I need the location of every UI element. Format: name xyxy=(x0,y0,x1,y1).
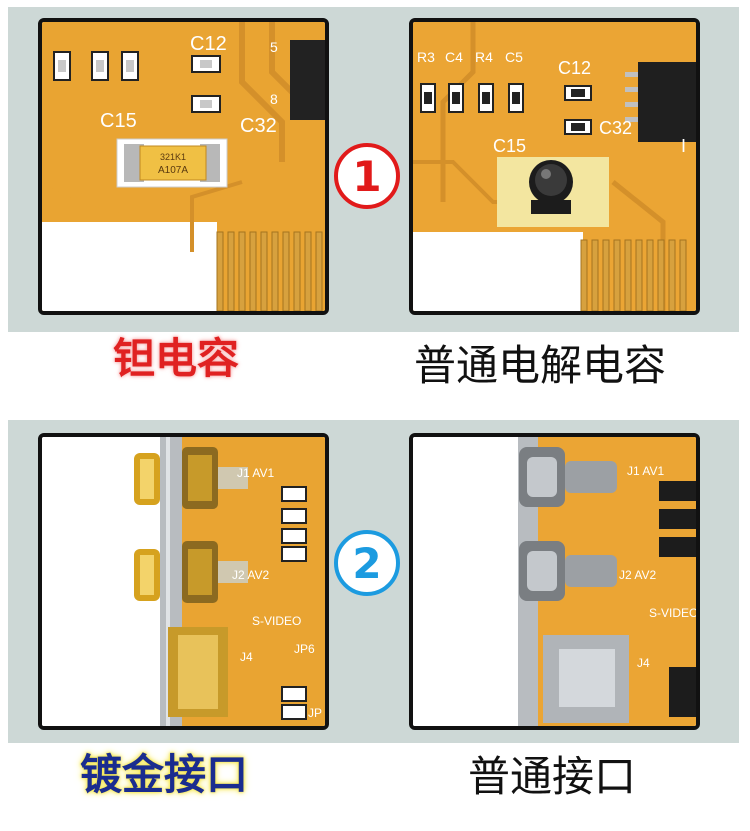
badge-number: 1 xyxy=(352,151,382,201)
silk-label-r4: R4 xyxy=(475,49,493,65)
silk-label-jp: JP xyxy=(308,706,322,720)
silk-label-r3: R3 xyxy=(417,49,435,65)
silk-label-8: 8 xyxy=(270,91,278,107)
silk-label-j2-av2: J2 AV2 xyxy=(619,568,656,582)
caption-tantalum-capacitor: 钽电容 xyxy=(113,334,240,383)
silk-label-c32: C32 xyxy=(240,115,277,137)
tantalum-marking-value: A107A xyxy=(158,165,188,176)
silk-label-j1-av1: J1 AV1 xyxy=(627,464,664,478)
silk-label-c5: C5 xyxy=(505,49,523,65)
silk-label-c15: C15 xyxy=(493,136,526,156)
silk-label-j4: J4 xyxy=(240,650,253,664)
silk-label-c12: C12 xyxy=(190,33,227,55)
section-number-badge-2: 2 xyxy=(334,530,400,596)
silk-label-j2-av2: J2 AV2 xyxy=(232,568,269,582)
tantalum-marking-code: 321K1 xyxy=(160,152,186,162)
tantalum-capacitor-photo: 321K1 A107A C12 C15 C32 5 8 xyxy=(38,18,329,315)
silk-label-s-video: S-VIDEO xyxy=(252,614,301,628)
badge-number: 2 xyxy=(352,538,382,588)
silk-label-c15: C15 xyxy=(100,110,137,132)
silk-label-c12: C12 xyxy=(558,58,591,78)
silk-label-5: 5 xyxy=(270,39,278,55)
silk-label-j1-av1: J1 AV1 xyxy=(237,466,274,480)
silk-label-c4: C4 xyxy=(445,49,463,65)
silk-label-i: I xyxy=(681,136,686,156)
caption-plain-connector: 普通接口 xyxy=(468,752,637,801)
silk-label-c32: C32 xyxy=(599,118,632,138)
plain-connector-photo: J1 AV1 J2 AV2 S-VIDEO J4 xyxy=(409,433,700,730)
silk-label-s-video: S-VIDEO xyxy=(649,606,696,620)
electrolytic-capacitor-photo: R3 C4 R4 C5 C12 C15 C32 I xyxy=(409,18,700,315)
caption-electrolytic-capacitor: 普通电解电容 xyxy=(414,341,667,390)
section-number-badge-1: 1 xyxy=(334,143,400,209)
gold-plated-connector-photo: J1 AV1 J2 AV2 S-VIDEO J4 JP6 JP xyxy=(38,433,329,730)
silk-label-jp6: JP6 xyxy=(294,642,315,656)
silk-label-j4: J4 xyxy=(637,656,650,670)
caption-gold-plated-connector: 镀金接口 xyxy=(80,750,249,799)
